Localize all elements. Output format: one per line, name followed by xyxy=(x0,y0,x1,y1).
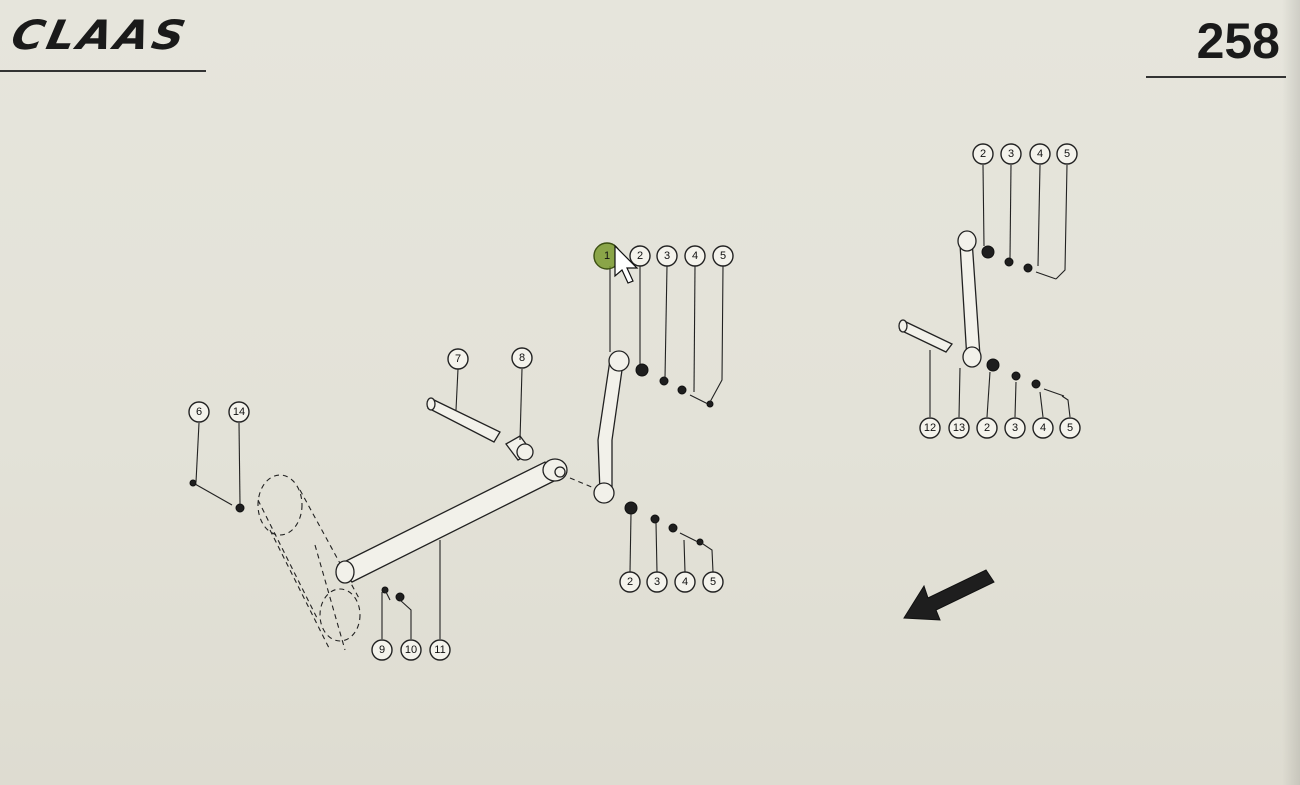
svg-text:4: 4 xyxy=(1037,148,1043,160)
screen-edge-shadow xyxy=(1282,0,1300,785)
callout-8[interactable]: 8 xyxy=(511,347,533,369)
link-arm-part-13[interactable] xyxy=(957,230,982,368)
callout-1[interactable]: 1 xyxy=(593,242,621,270)
svg-text:7: 7 xyxy=(455,353,461,365)
callout-3-right-bottom[interactable]: 3 xyxy=(1004,417,1026,439)
axle-housing-outline xyxy=(257,474,361,651)
bolt-upper-part-5[interactable] xyxy=(689,394,714,408)
callout-5[interactable]: 5 xyxy=(712,245,734,267)
mouse-pointer-icon xyxy=(614,244,639,284)
direction-arrow-icon xyxy=(903,569,995,621)
svg-text:12: 12 xyxy=(924,422,936,434)
svg-text:3: 3 xyxy=(1008,148,1014,160)
callout-3[interactable]: 3 xyxy=(656,245,678,267)
svg-text:1: 1 xyxy=(604,250,610,262)
bolt-lower-part-5[interactable] xyxy=(679,532,704,546)
svg-text:4: 4 xyxy=(682,576,688,588)
right-lower-bolt-part-5[interactable] xyxy=(1043,388,1065,397)
svg-text:10: 10 xyxy=(405,644,417,656)
nut-lower-part-4[interactable] xyxy=(668,523,678,533)
callout-11[interactable]: 11 xyxy=(429,639,451,661)
callout-14[interactable]: 14 xyxy=(228,401,250,423)
callout-13[interactable]: 13 xyxy=(948,417,970,439)
right-upper-spring-washer-part-3[interactable] xyxy=(1004,257,1014,267)
callout-4-right-top[interactable]: 4 xyxy=(1029,143,1051,165)
right-upper-nut-part-4[interactable] xyxy=(1023,263,1033,273)
leader-lines xyxy=(195,164,1071,639)
svg-text:2: 2 xyxy=(637,250,643,262)
callout-2-lower[interactable]: 2 xyxy=(619,571,641,593)
right-lower-washer-part-2[interactable] xyxy=(986,358,1000,372)
svg-text:8: 8 xyxy=(519,352,525,364)
bolt-part-9[interactable] xyxy=(381,586,391,601)
callout-12[interactable]: 12 xyxy=(919,417,941,439)
pin-part-12[interactable] xyxy=(898,319,953,353)
callout-7[interactable]: 7 xyxy=(447,348,469,370)
page-number: 258 xyxy=(1196,13,1280,69)
nut-upper-part-4[interactable] xyxy=(677,385,687,395)
bushing-part-8[interactable] xyxy=(505,435,534,461)
callout-3-right-top[interactable]: 3 xyxy=(1000,143,1022,165)
right-lower-nut-part-4[interactable] xyxy=(1031,379,1041,389)
callout-4-lower[interactable]: 4 xyxy=(674,571,696,593)
nut-part-14[interactable] xyxy=(235,503,245,513)
pin-part-7[interactable] xyxy=(426,397,501,443)
callout-5-right-bottom[interactable]: 5 xyxy=(1059,417,1081,439)
page-number-underline xyxy=(1146,76,1286,78)
callout-3-lower[interactable]: 3 xyxy=(646,571,668,593)
svg-text:3: 3 xyxy=(1012,422,1018,434)
lever-arm-part-1[interactable] xyxy=(593,350,630,504)
washer-upper-part-2[interactable] xyxy=(635,363,649,377)
svg-text:2: 2 xyxy=(984,422,990,434)
spring-washer-upper-part-3[interactable] xyxy=(659,376,669,386)
callout-2-right-bottom[interactable]: 2 xyxy=(976,417,998,439)
svg-text:5: 5 xyxy=(720,250,726,262)
long-bolt-part-6[interactable] xyxy=(189,479,233,506)
callout-2[interactable]: 2 xyxy=(629,245,651,267)
callout-5-lower[interactable]: 5 xyxy=(702,571,724,593)
svg-text:3: 3 xyxy=(664,250,670,262)
svg-text:2: 2 xyxy=(627,576,633,588)
svg-text:5: 5 xyxy=(1067,422,1073,434)
washer-lower-part-2[interactable] xyxy=(624,501,638,515)
callout-10[interactable]: 10 xyxy=(400,639,422,661)
callout-6[interactable]: 6 xyxy=(188,401,210,423)
right-upper-washer-part-2[interactable] xyxy=(981,245,995,259)
svg-text:9: 9 xyxy=(379,644,385,656)
right-lower-spring-washer-part-3[interactable] xyxy=(1011,371,1021,381)
tie-rod-part-11[interactable] xyxy=(335,458,568,584)
washer-part-10[interactable] xyxy=(395,592,405,602)
svg-text:13: 13 xyxy=(953,422,965,434)
callout-9[interactable]: 9 xyxy=(371,639,393,661)
svg-text:14: 14 xyxy=(233,406,245,418)
svg-text:4: 4 xyxy=(692,250,698,262)
callout-2-right-top[interactable]: 2 xyxy=(972,143,994,165)
svg-text:11: 11 xyxy=(434,644,445,656)
svg-text:5: 5 xyxy=(710,576,716,588)
svg-text:6: 6 xyxy=(196,406,202,418)
callout-5-right-top[interactable]: 5 xyxy=(1056,143,1078,165)
callout-4[interactable]: 4 xyxy=(684,245,706,267)
center-line xyxy=(569,477,595,489)
svg-text:4: 4 xyxy=(1040,422,1046,434)
callout-4-right-bottom[interactable]: 4 xyxy=(1032,417,1054,439)
svg-text:3: 3 xyxy=(654,576,660,588)
logo-underline xyxy=(0,70,206,72)
spring-washer-lower-part-3[interactable] xyxy=(650,514,660,524)
svg-text:2: 2 xyxy=(980,148,986,160)
svg-text:5: 5 xyxy=(1064,148,1070,160)
right-upper-bolt-part-5[interactable] xyxy=(1035,271,1057,280)
